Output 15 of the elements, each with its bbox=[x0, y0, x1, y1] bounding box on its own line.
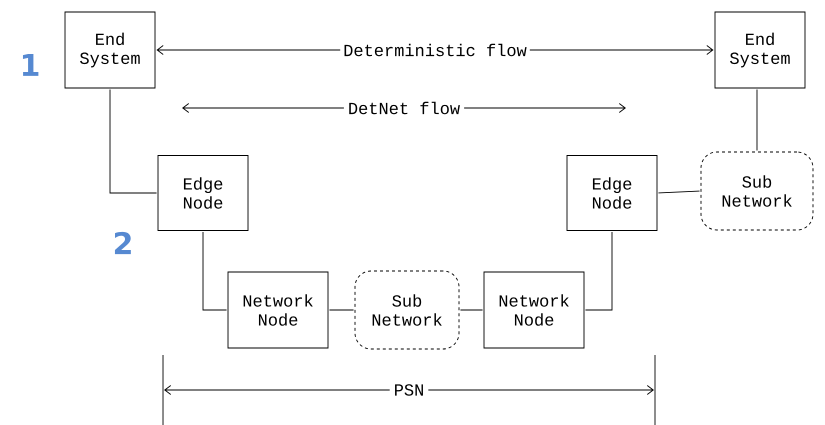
connector-line bbox=[585, 232, 612, 310]
node-box: Network Node bbox=[228, 272, 328, 348]
connector-line bbox=[202, 232, 227, 310]
flow-label: DetNet flow bbox=[344, 98, 464, 118]
node-box: End System bbox=[714, 12, 806, 88]
node-box: Network Node bbox=[484, 272, 584, 348]
connector-line bbox=[756, 89, 758, 151]
node-box: Edge Node bbox=[158, 155, 248, 231]
edge-label: Deterministic flow bbox=[340, 40, 530, 60]
connector-line bbox=[658, 190, 700, 194]
node-box: End System bbox=[64, 12, 156, 88]
node-box: Edge Node bbox=[566, 155, 658, 231]
dimension-label: PSN bbox=[390, 380, 428, 400]
connector-line bbox=[110, 89, 157, 194]
callout-number: 2 bbox=[114, 232, 131, 254]
